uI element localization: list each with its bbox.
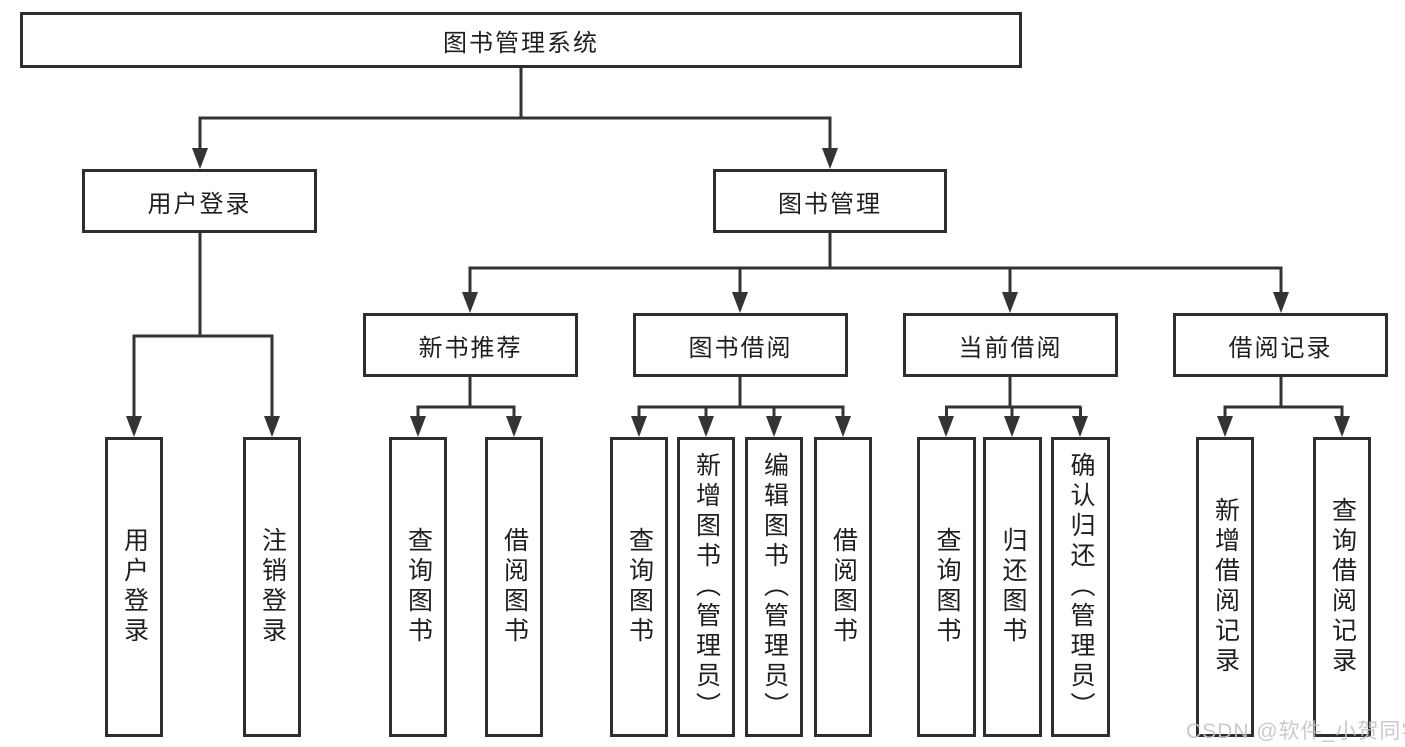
leaf-borrow-borrow-books: 借阅图书 (814, 437, 872, 737)
csdn-watermark: CSDN @软件_小贺同学 (1186, 720, 1405, 743)
node-user-login: 用户登录 (82, 169, 317, 233)
leaf-records-add-borrow-record: 新增借阅记录 (1196, 437, 1254, 737)
leaf-borrow-edit-books-admin: 编辑图书（管理员） (745, 437, 803, 737)
leaf-current-return-books: 归还图书 (983, 437, 1042, 737)
leaf-user-login: 用户登录 (105, 437, 163, 737)
leaf-current-confirm-return-admin: 确认归还（管理员） (1051, 437, 1110, 737)
leaf-borrow-query-books: 查询图书 (610, 437, 668, 737)
node-book-borrowing: 图书借阅 (633, 313, 848, 377)
leaf-logout: 注销登录 (243, 437, 301, 737)
node-book-management: 图书管理 (713, 169, 947, 233)
node-new-book-recommend: 新书推荐 (363, 313, 578, 377)
leaf-current-query-books: 查询图书 (917, 437, 976, 737)
leaf-borrow-add-books-admin: 新增图书（管理员） (677, 437, 735, 737)
node-borrowing-records: 借阅记录 (1173, 313, 1388, 377)
leaf-newrec-borrow-books: 借阅图书 (485, 437, 543, 737)
node-root-library-system: 图书管理系统 (20, 12, 1022, 68)
leaf-newrec-query-books: 查询图书 (389, 437, 447, 737)
node-current-borrowing: 当前借阅 (903, 313, 1118, 377)
leaf-records-query-borrow-record: 查询借阅记录 (1313, 437, 1371, 737)
